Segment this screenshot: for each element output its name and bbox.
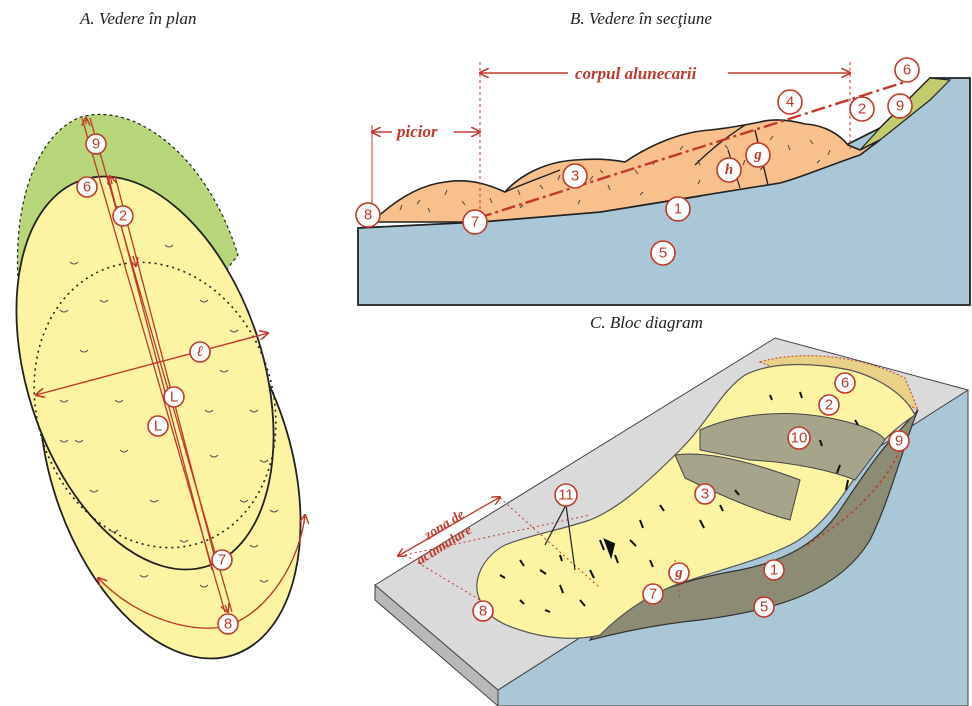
block-marker-10: 10 <box>788 427 810 449</box>
svg-text:4: 4 <box>786 94 794 111</box>
plan-marker-7: 7 <box>212 550 232 570</box>
plan-marker-L2: L <box>148 416 168 436</box>
block-marker-8: 8 <box>473 601 493 621</box>
svg-text:11: 11 <box>558 487 574 504</box>
block-marker-6: 6 <box>835 373 855 393</box>
svg-text:h: h <box>725 162 733 178</box>
plan-marker-8: 8 <box>218 614 238 634</box>
block-marker-3: 3 <box>695 484 715 504</box>
svg-text:L: L <box>154 418 162 435</box>
svg-text:1: 1 <box>770 562 778 579</box>
svg-text:10: 10 <box>791 430 808 447</box>
svg-text:5: 5 <box>659 245 667 262</box>
block-marker-11: 11 <box>555 484 577 506</box>
svg-text:9: 9 <box>92 136 100 153</box>
svg-text:9: 9 <box>895 433 903 450</box>
svg-text:7: 7 <box>649 586 657 603</box>
plan-marker-9: 9 <box>86 134 106 154</box>
svg-text:3: 3 <box>701 486 709 503</box>
svg-text:6: 6 <box>841 375 849 392</box>
plan-view-title: A. Vedere în plan <box>79 9 196 28</box>
section-marker-3: 3 <box>563 164 587 188</box>
plan-marker-L1: L <box>164 387 184 407</box>
svg-text:2: 2 <box>119 208 127 225</box>
block-marker-1: 1 <box>764 560 784 580</box>
svg-text:L: L <box>170 389 178 406</box>
section-marker-1: 1 <box>666 197 690 221</box>
section-marker-7: 7 <box>463 210 487 234</box>
section-marker-8: 8 <box>356 203 380 227</box>
section-body-label: corpul alunecarii <box>575 64 697 83</box>
svg-text:5: 5 <box>760 599 768 616</box>
svg-text:8: 8 <box>364 207 372 224</box>
svg-text:2: 2 <box>825 397 833 414</box>
section-marker-5: 5 <box>651 241 675 265</box>
section-marker-6: 6 <box>895 58 919 82</box>
svg-text:7: 7 <box>471 214 479 231</box>
plan-view: A. Vedere în plan <box>0 9 347 692</box>
block-marker-5: 5 <box>754 597 774 617</box>
block-marker-9: 9 <box>889 431 909 451</box>
svg-text:6: 6 <box>83 179 91 196</box>
section-view-title: B. Vedere în secţiune <box>570 9 712 28</box>
svg-text:g: g <box>753 147 762 163</box>
svg-text:g: g <box>674 565 683 581</box>
plan-marker-6: 6 <box>77 177 97 197</box>
block-diagram: C. Bloc diagram zona de acumulare 6 <box>375 313 968 706</box>
section-toe-label: picior <box>395 122 438 141</box>
section-marker-4: 4 <box>778 90 802 114</box>
svg-text:2: 2 <box>858 101 866 118</box>
block-diagram-title: C. Bloc diagram <box>590 313 703 332</box>
section-marker-2: 2 <box>850 97 874 121</box>
svg-text:ℓ: ℓ <box>197 344 203 360</box>
block-marker-2: 2 <box>819 395 839 415</box>
section-marker-g: g <box>746 143 770 167</box>
svg-text:8: 8 <box>224 616 232 633</box>
plan-marker-width: ℓ <box>190 342 210 362</box>
svg-text:1: 1 <box>674 201 682 218</box>
svg-text:7: 7 <box>218 552 226 569</box>
section-marker-9: 9 <box>888 94 912 118</box>
block-marker-7: 7 <box>643 584 663 604</box>
svg-text:8: 8 <box>479 603 487 620</box>
section-view: B. Vedere în secţiune corpul alunecarii … <box>356 9 970 305</box>
section-marker-h: h <box>717 158 741 182</box>
plan-marker-2: 2 <box>113 206 133 226</box>
svg-text:6: 6 <box>903 62 911 79</box>
block-marker-g: g <box>669 563 689 583</box>
svg-text:3: 3 <box>571 168 579 185</box>
svg-text:9: 9 <box>896 98 904 115</box>
